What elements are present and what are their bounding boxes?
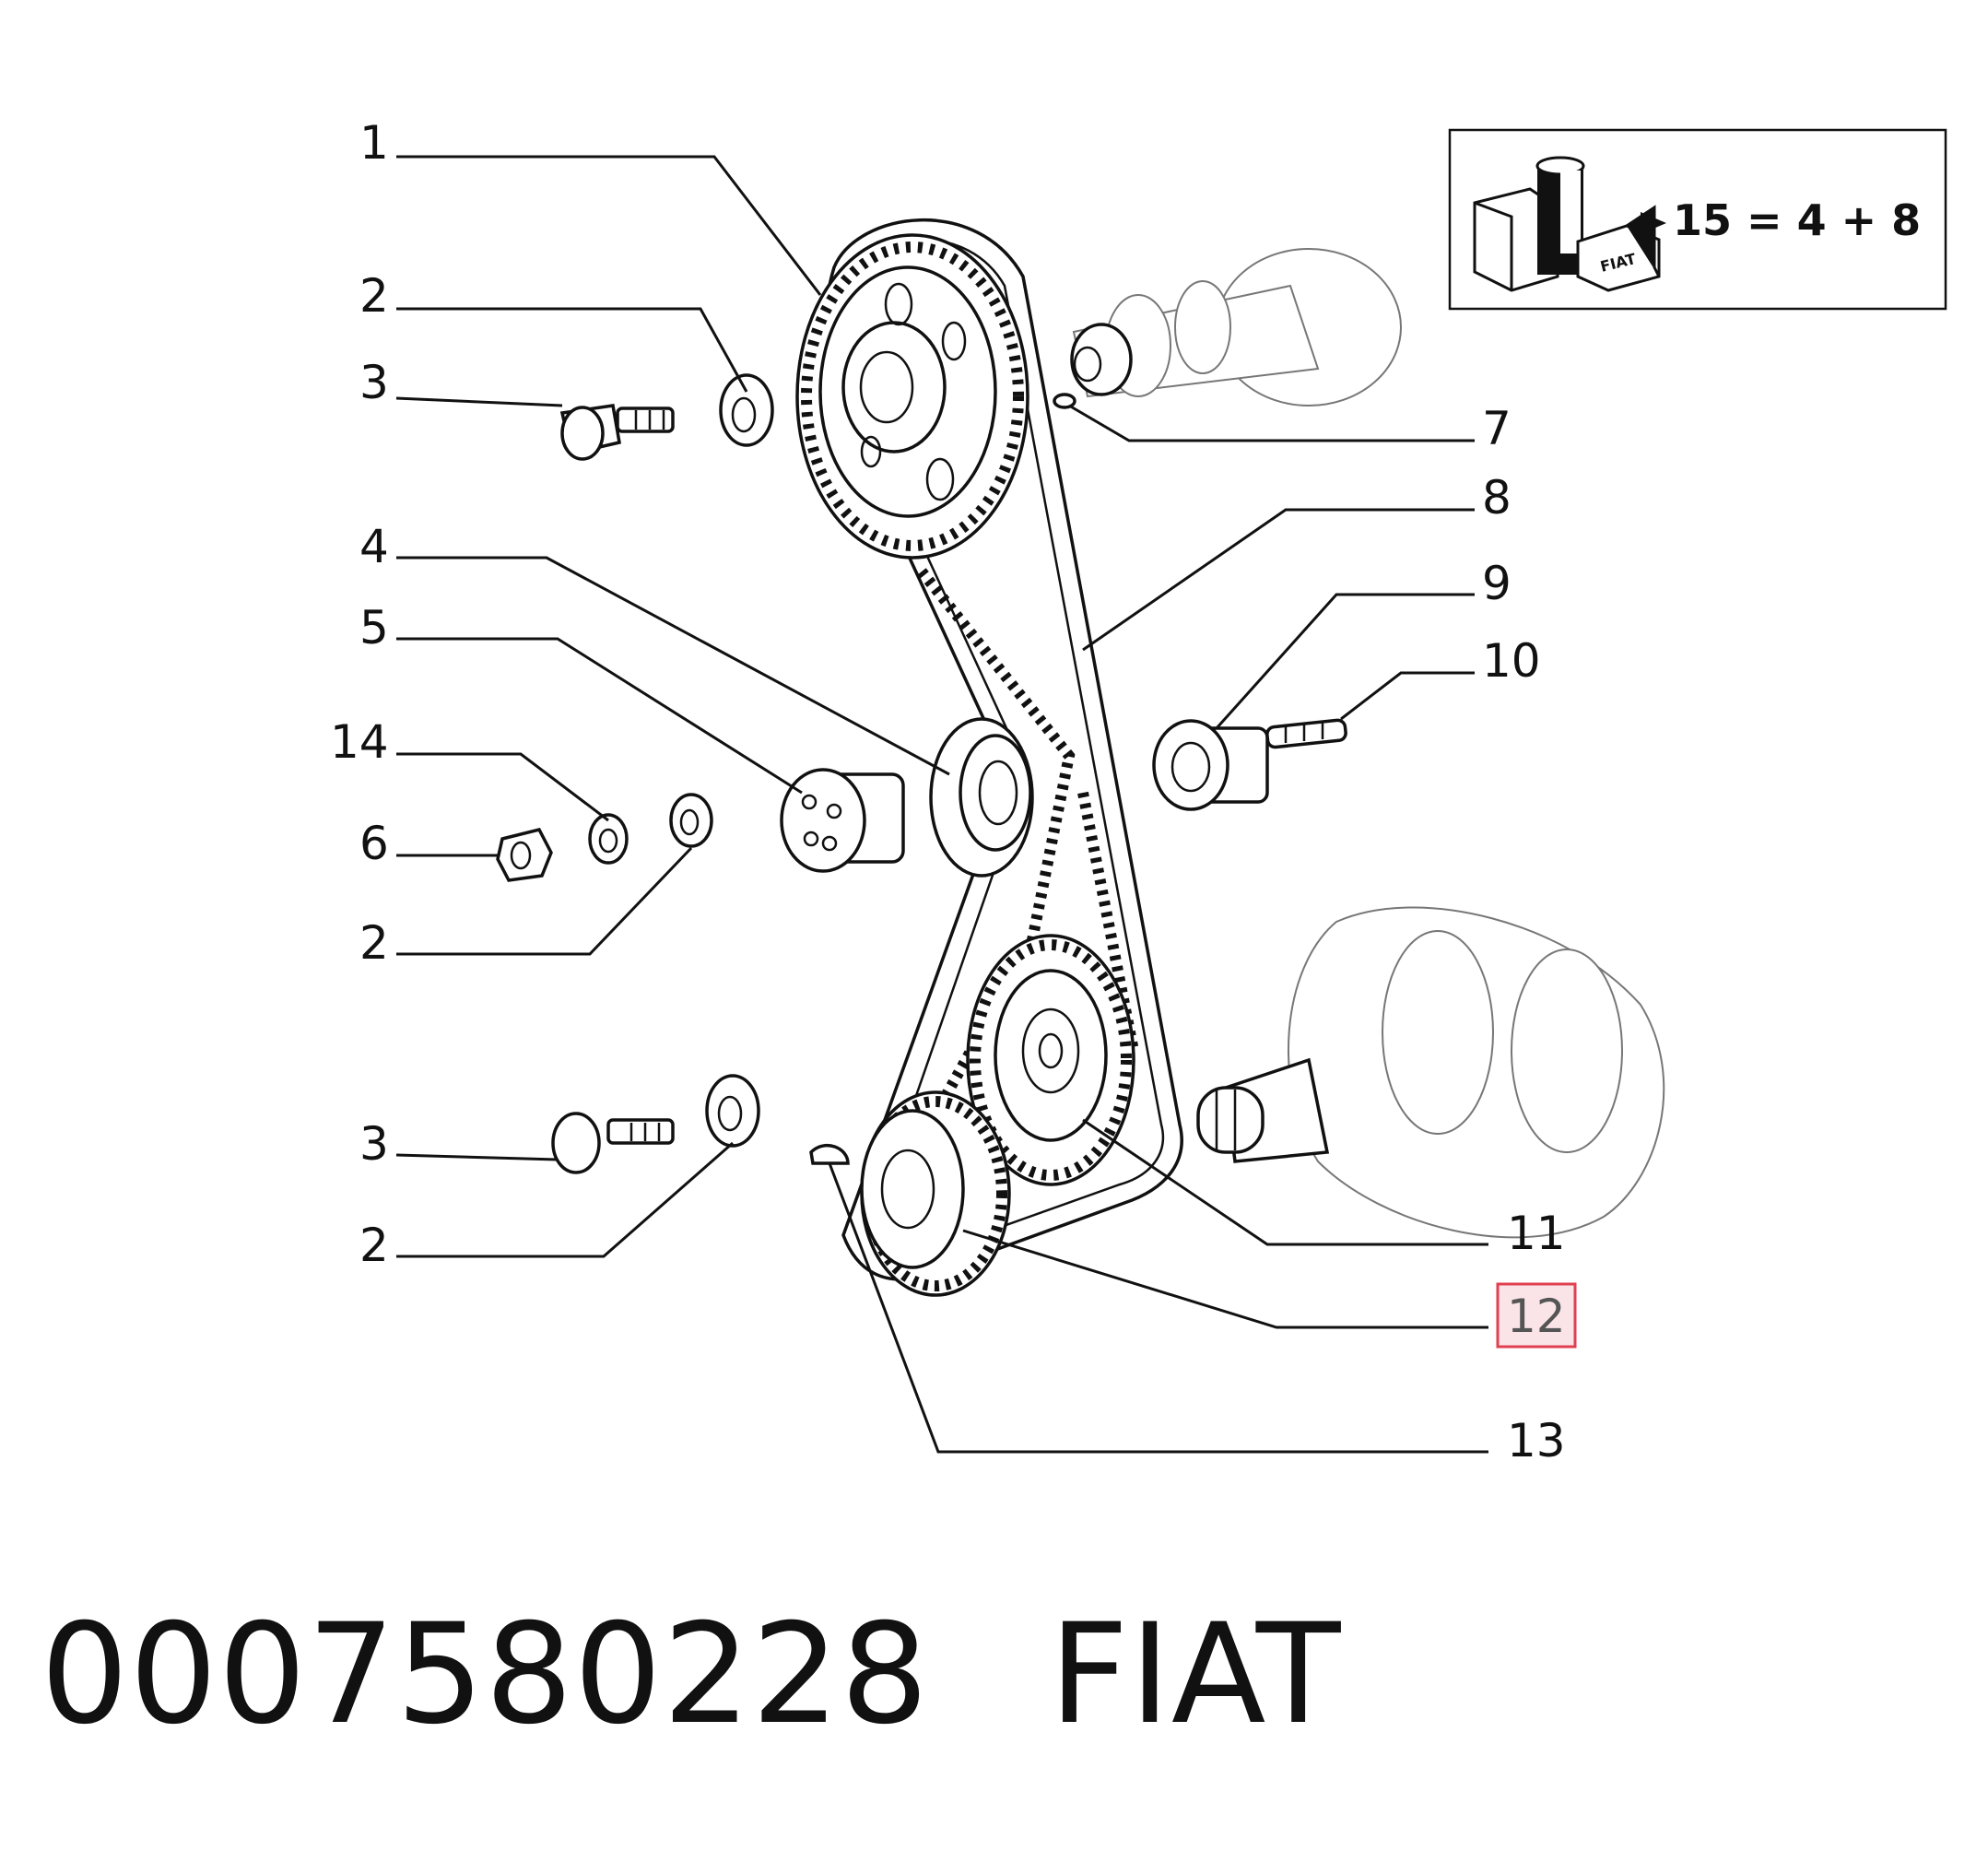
camshaft-pulley — [795, 233, 1029, 560]
kit-box-icon: FIAT — [1473, 156, 1666, 292]
spacer-ring — [588, 813, 629, 865]
intermediate-pulley — [966, 934, 1135, 1186]
washer-middle — [669, 793, 713, 848]
leader-lines — [395, 155, 1488, 1454]
bolt-upper — [559, 404, 675, 461]
callout-2-middle: 2 — [359, 916, 389, 970]
callout-13: 13 — [1507, 1414, 1566, 1467]
callout-1: 1 — [359, 116, 389, 170]
crankshaft-pulley — [860, 1090, 1011, 1297]
callout-14: 14 — [330, 715, 389, 769]
part-number: 0007580228 — [41, 1595, 930, 1755]
washer-lower — [705, 1074, 760, 1148]
brand-name: FIAT — [1049, 1595, 1342, 1755]
stud — [1265, 718, 1347, 749]
crankshaft-illustration — [1196, 906, 1665, 1239]
kit-box: FIAT 15 = 4 + 8 — [1448, 128, 1947, 311]
callout-9: 9 — [1482, 557, 1512, 610]
callout-2-lower: 2 — [359, 1219, 389, 1272]
nut — [496, 827, 553, 882]
woodruff-key-lower — [809, 1143, 850, 1165]
callout-3-lower: 3 — [359, 1117, 389, 1171]
callout-8: 8 — [1482, 471, 1512, 524]
callout-7: 7 — [1482, 402, 1512, 455]
camshaft-illustration — [1070, 248, 1402, 407]
bolt-lower — [551, 1112, 675, 1174]
washer-upper — [719, 373, 774, 447]
kit-box-formula: 15 = 4 + 8 — [1673, 195, 1921, 245]
callouts: 1 2 3 4 5 14 6 2 3 2 7 8 9 10 11 12 13 — [330, 116, 1577, 1467]
tensioner-bearing — [929, 717, 1034, 878]
callout-6: 6 — [359, 817, 389, 870]
callout-4: 4 — [359, 520, 389, 573]
callout-5: 5 — [359, 601, 389, 654]
callout-12-highlight — [1496, 1282, 1577, 1349]
callout-3-upper: 3 — [359, 356, 389, 409]
callout-10: 10 — [1482, 634, 1541, 688]
callout-12: 12 — [1507, 1290, 1566, 1343]
part-footer: 0007580228 FIAT — [41, 1595, 1341, 1779]
callout-11: 11 — [1507, 1207, 1566, 1260]
eccentric-bush — [780, 768, 905, 873]
woodruff-key-upper — [1053, 393, 1076, 409]
callout-2-upper: 2 — [359, 269, 389, 323]
idler-bush — [1152, 719, 1269, 811]
